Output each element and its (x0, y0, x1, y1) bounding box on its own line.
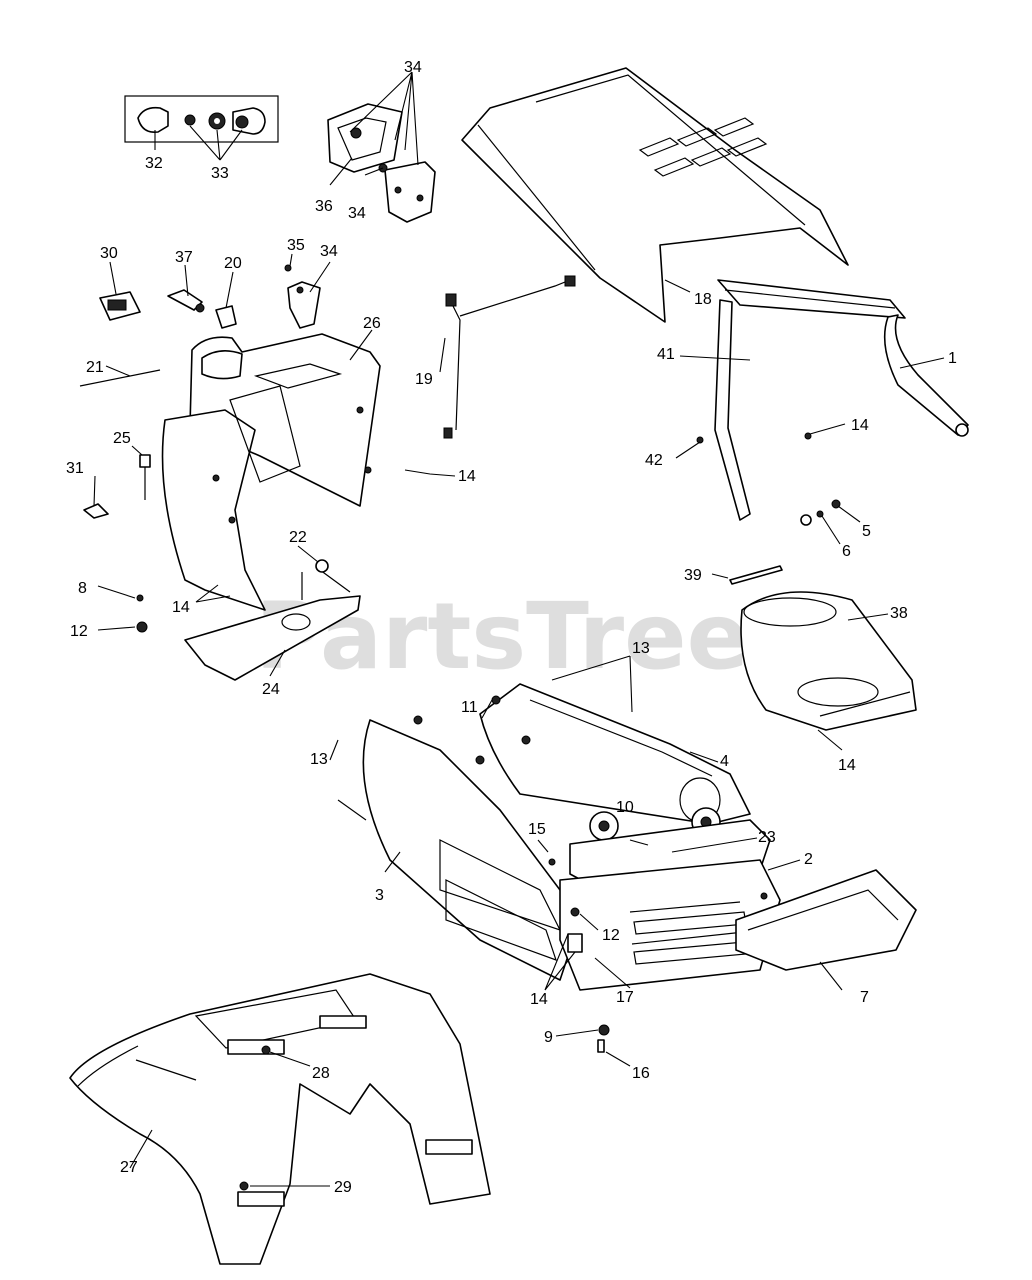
dash-panel (161, 333, 381, 611)
callout-1: 1 (948, 350, 957, 367)
callout-17: 17 (616, 989, 634, 1006)
foam-strip (729, 565, 783, 585)
callout-10: 10 (616, 799, 634, 816)
bulb-kit-inset (124, 95, 279, 143)
bolt-and-clip (83, 454, 151, 519)
callout-37: 37 (175, 249, 193, 266)
callout-34: 34 (404, 59, 422, 76)
callout-labels: 34 32 33 36 34 18 30 37 20 35 34 26 21 1… (66, 59, 957, 1196)
leader-lines (93, 71, 945, 1187)
callout-25: 25 (113, 430, 131, 447)
hood (461, 67, 849, 323)
callout-33: 33 (211, 165, 229, 182)
callout-14: 14 (851, 417, 869, 434)
wire-harness (443, 275, 576, 439)
callout-15: 15 (528, 821, 546, 838)
callout-14: 14 (172, 599, 190, 616)
callout-20: 20 (224, 255, 242, 272)
callout-41: 41 (657, 346, 675, 363)
callout-16: 16 (632, 1065, 650, 1082)
switch-bracket-assembly (327, 103, 436, 223)
tie-strap (79, 369, 161, 387)
callout-12: 12 (602, 927, 620, 944)
callout-31: 31 (66, 460, 84, 477)
small-parts-upper-left (99, 264, 321, 329)
callout-35: 35 (287, 237, 305, 254)
callout-23: 23 (758, 829, 776, 846)
callout-6: 6 (842, 543, 851, 560)
callout-24: 24 (262, 681, 280, 698)
callout-8: 8 (78, 580, 87, 597)
callout-13: 13 (632, 640, 650, 657)
air-duct (740, 591, 917, 731)
callout-18: 18 (694, 291, 712, 308)
callout-14: 14 (458, 468, 476, 485)
callout-42: 42 (645, 452, 663, 469)
callout-30: 30 (100, 245, 118, 262)
rear-fender (69, 973, 491, 1265)
callout-21: 21 (86, 359, 104, 376)
callout-34: 34 (348, 205, 366, 222)
callout-11: 11 (461, 699, 478, 716)
callout-26: 26 (363, 315, 381, 332)
callout-32: 32 (145, 155, 163, 172)
callout-14: 14 (838, 757, 856, 774)
callout-34: 34 (320, 243, 338, 260)
callout-13: 13 (310, 751, 328, 768)
callout-7: 7 (860, 989, 869, 1006)
grille-support-assembly (696, 279, 969, 526)
callout-39: 39 (684, 567, 702, 584)
lower-bumper (735, 869, 917, 971)
callout-5: 5 (862, 523, 871, 540)
callout-2: 2 (804, 851, 813, 868)
callout-14: 14 (530, 991, 548, 1008)
frame-bracket (136, 559, 361, 681)
callout-27: 27 (120, 1159, 138, 1176)
callout-4: 4 (720, 753, 729, 770)
callout-29: 29 (334, 1179, 352, 1196)
front-nose (559, 859, 781, 1053)
callout-22: 22 (289, 529, 307, 546)
callout-3: 3 (375, 887, 384, 904)
callout-19: 19 (415, 371, 433, 388)
callout-36: 36 (315, 198, 333, 215)
callout-12: 12 (70, 623, 88, 640)
callout-28: 28 (312, 1065, 330, 1082)
callout-38: 38 (890, 605, 908, 622)
callout-9: 9 (544, 1029, 553, 1046)
